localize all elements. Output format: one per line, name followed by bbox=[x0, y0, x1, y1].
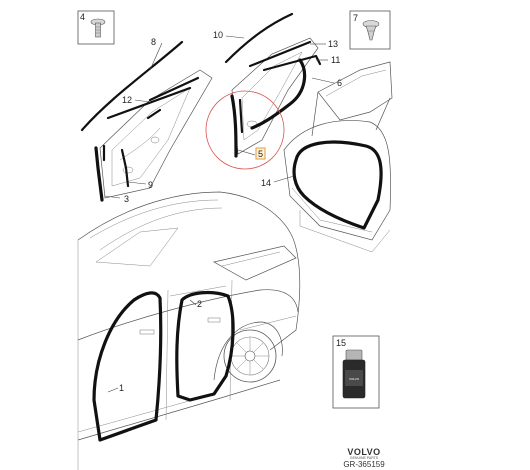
highlight-circle bbox=[205, 90, 285, 170]
trunk-illustration: 14 bbox=[261, 61, 393, 253]
adhesive-bottle-icon: VOLVO bbox=[342, 349, 366, 399]
front-pillar-seal-inner bbox=[238, 98, 244, 134]
trunk-seal bbox=[292, 140, 383, 230]
door-edge-seal bbox=[120, 148, 130, 188]
callout-8: 8 bbox=[151, 37, 156, 47]
callout-11: 11 bbox=[331, 55, 340, 65]
callout-12: 12 bbox=[122, 95, 132, 105]
window-channel-seal bbox=[224, 12, 294, 64]
callout-13: 13 bbox=[328, 39, 338, 49]
callout-10: 10 bbox=[213, 30, 223, 40]
pillar-seal bbox=[94, 146, 104, 202]
belt-seal-inner bbox=[148, 76, 200, 102]
brand-subtitle: GENUINE PARTS bbox=[350, 456, 379, 460]
callout-3: 3 bbox=[124, 194, 129, 204]
callout-2: 2 bbox=[197, 299, 202, 309]
brand-logo: VOLVO bbox=[347, 447, 380, 457]
rear-door-opening-seal bbox=[175, 290, 235, 402]
door-edge-seal-top bbox=[146, 108, 162, 120]
inset-15-adhesive: 15 VOLVO bbox=[332, 335, 380, 409]
inner-belt-seal bbox=[262, 54, 322, 72]
callout-6: 6 bbox=[337, 78, 342, 88]
callout-9: 9 bbox=[148, 180, 153, 190]
window-channel-seal bbox=[80, 40, 184, 132]
callout-7: 7 bbox=[353, 13, 358, 23]
front-door-illustration: 10 13 11 6 bbox=[213, 12, 342, 158]
bottle-label: VOLVO bbox=[349, 377, 360, 381]
callout-5-highlight: 5 bbox=[255, 147, 266, 160]
highlight-box bbox=[255, 147, 266, 160]
front-pillar-seal bbox=[230, 94, 238, 158]
callout-5: 5 bbox=[258, 149, 263, 159]
inset-4-clip: 4 bbox=[77, 10, 115, 45]
car-body-illustration: 2 1 bbox=[77, 191, 301, 470]
belt-seal bbox=[106, 86, 192, 120]
rear-door-illustration: 8 12 3 9 bbox=[80, 37, 213, 204]
callout-15: 15 bbox=[336, 338, 346, 348]
push-clip-icon bbox=[90, 18, 106, 38]
door-frame-seal bbox=[250, 58, 307, 130]
callout-1: 1 bbox=[119, 383, 124, 393]
callout-4: 4 bbox=[80, 12, 85, 22]
brand-block: VOLVO GENUINE PARTS GR-365159 bbox=[343, 447, 385, 469]
reference-number: GR-365159 bbox=[343, 460, 385, 469]
belt-seal bbox=[248, 40, 312, 68]
inset-7-clip: 7 bbox=[349, 10, 391, 50]
push-clip-icon bbox=[362, 20, 380, 41]
front-door-opening-seal bbox=[92, 291, 163, 442]
callout-14: 14 bbox=[261, 178, 271, 188]
